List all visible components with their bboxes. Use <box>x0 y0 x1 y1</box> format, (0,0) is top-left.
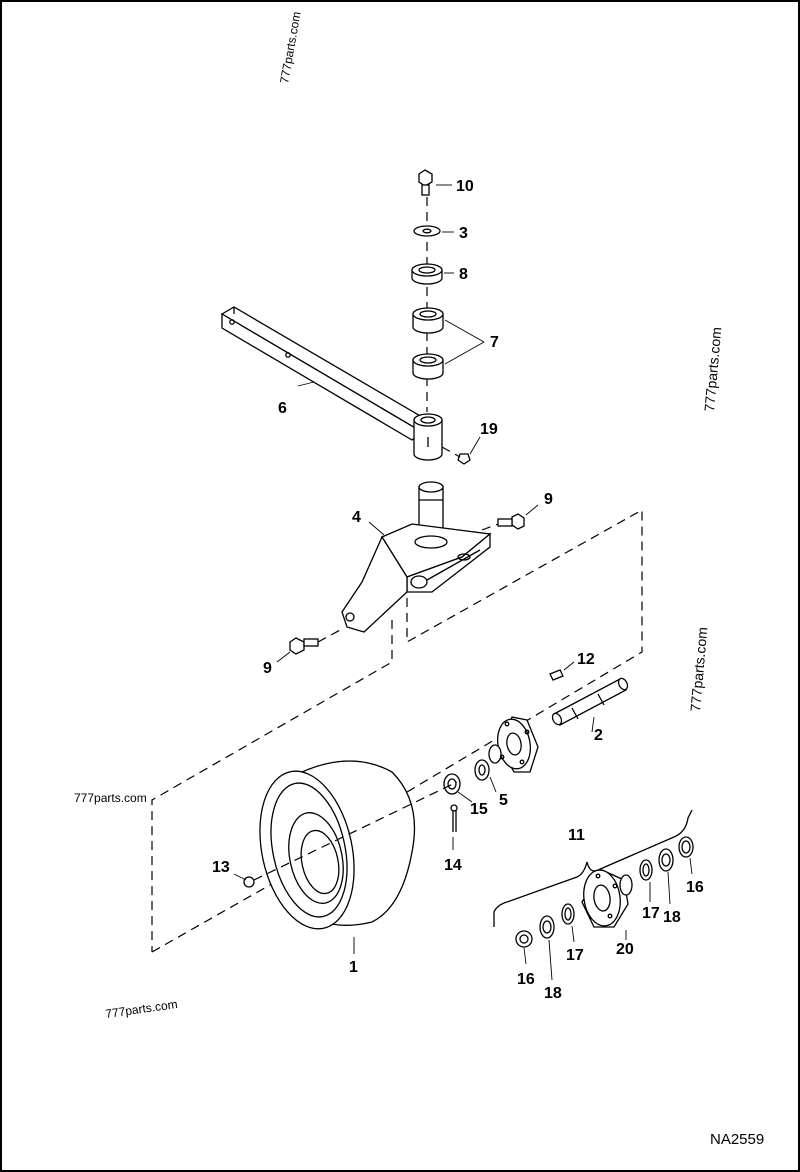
callout-3: 3 <box>459 225 468 242</box>
callout-18-right: 18 <box>663 909 681 926</box>
seal-16-right-icon <box>678 836 694 858</box>
bolt-9-left-icon <box>289 628 343 655</box>
bearing-cone-18-right-icon <box>658 848 674 872</box>
callout-15: 15 <box>470 801 488 818</box>
axle-2-icon <box>551 677 629 726</box>
callout-6: 6 <box>278 400 287 417</box>
watermark-left: 777parts.com <box>74 791 147 805</box>
callout-2: 2 <box>594 727 603 744</box>
drawing-code: NA2559 <box>710 1131 764 1148</box>
race-17-left-icon <box>561 903 575 925</box>
caster-arm-6-icon <box>220 306 443 461</box>
hub-20-icon <box>581 869 633 928</box>
kit-11-bracket <box>493 809 693 927</box>
leader-lines <box>233 184 693 981</box>
callout-14: 14 <box>444 857 462 874</box>
callout-16-right: 16 <box>686 879 704 896</box>
bolt-9-right-icon <box>481 513 525 531</box>
callout-17-right: 17 <box>642 905 660 922</box>
callout-5: 5 <box>499 792 508 809</box>
seal-16-left-icon <box>515 930 533 948</box>
callout-10: 10 <box>456 178 474 195</box>
assembly-line-left <box>151 620 393 952</box>
callout-16-left: 16 <box>517 971 535 988</box>
bearing-7-upper-icon <box>412 307 444 334</box>
washer-3-icon <box>413 225 441 237</box>
spacer-5-icon <box>474 759 490 781</box>
bearing-7-lower-icon <box>412 353 444 380</box>
bearing-8-icon <box>411 263 443 285</box>
callout-17-left: 17 <box>566 947 584 964</box>
grease-fitting-19-icon <box>441 446 471 465</box>
nut-15-icon <box>443 773 461 795</box>
caster-fork-4-icon <box>341 481 492 633</box>
callout-18-left: 18 <box>544 985 562 1002</box>
callout-9-upper: 9 <box>544 491 553 508</box>
cotter-pin-14-icon <box>450 804 458 832</box>
callout-7: 7 <box>490 334 499 351</box>
watermark-bottom-left: 777parts.com <box>104 997 178 1021</box>
watermark-right-middle: 777parts.com <box>687 626 710 712</box>
watermark-right-upper: 777parts.com <box>701 326 724 412</box>
callout-1: 1 <box>349 959 358 976</box>
race-17-right-icon <box>639 859 653 881</box>
callout-12: 12 <box>577 651 595 668</box>
callout-11: 11 <box>568 827 585 844</box>
callout-8: 8 <box>459 266 468 283</box>
fitting-13-icon <box>243 876 255 888</box>
tire-wheel-1-icon <box>253 760 458 930</box>
wheel-hub-icon <box>488 716 539 773</box>
callout-19: 19 <box>480 421 498 438</box>
set-screw-12-icon <box>549 669 564 681</box>
assembly-line-right <box>406 508 643 793</box>
callout-9-lower: 9 <box>263 660 272 677</box>
callout-20: 20 <box>616 941 634 958</box>
bearing-cone-18-left-icon <box>539 915 555 939</box>
bolt-10-icon <box>418 169 433 196</box>
callout-13: 13 <box>212 859 230 876</box>
watermark-top: 777parts.com <box>277 10 303 84</box>
callout-4: 4 <box>352 509 361 526</box>
